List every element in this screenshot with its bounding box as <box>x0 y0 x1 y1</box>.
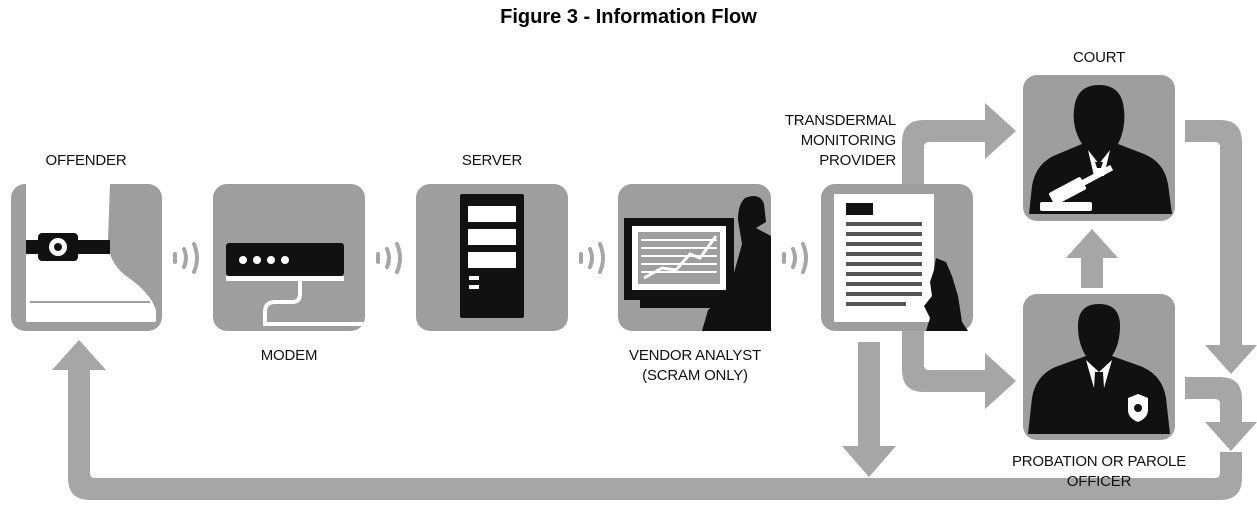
analyst-computer-icon <box>624 196 771 331</box>
label-provider-line2: MONITORING <box>800 132 896 149</box>
signal-waves <box>173 242 808 274</box>
label-provider: TRANSDERMAL MONITORING PROVIDER <box>740 111 896 171</box>
label-vendor-analyst-line1: VENDOR ANALYST <box>629 347 761 364</box>
arrow-provider-to-court <box>902 103 1016 184</box>
ankle-bracelet-icon <box>26 184 156 322</box>
signal-waves-icon <box>782 242 808 274</box>
officer-icon <box>1028 304 1170 434</box>
arrow-return-loop <box>52 340 1242 500</box>
signal-waves-icon <box>376 242 402 274</box>
figure-title: Figure 3 - Information Flow <box>500 6 757 28</box>
label-server: SERVER <box>461 152 523 169</box>
flow-arrows <box>52 103 1257 500</box>
label-provider-line3: PROVIDER <box>819 152 896 169</box>
server-icon <box>460 194 524 318</box>
judge-icon <box>1029 85 1172 214</box>
label-officer: PROBATION OR PAROLE OFFICER <box>990 452 1208 492</box>
modem-icon <box>226 243 365 326</box>
label-court: COURT <box>1072 49 1126 66</box>
signal-waves-icon <box>173 242 199 274</box>
label-vendor-analyst: VENDOR ANALYST (SCRAM ONLY) <box>600 346 790 386</box>
label-officer-line2: OFFICER <box>1066 473 1132 490</box>
arrow-provider-down <box>842 342 896 477</box>
label-provider-line1: TRANSDERMAL <box>784 112 896 129</box>
arrow-provider-to-officer <box>902 331 1016 409</box>
signal-waves-icon <box>579 242 605 274</box>
label-offender: OFFENDER <box>45 152 127 169</box>
label-vendor-analyst-line2: (SCRAM ONLY) <box>642 367 748 384</box>
label-officer-line1: PROBATION OR PAROLE <box>1011 453 1186 470</box>
arrow-officer-to-court <box>1066 229 1118 288</box>
arrow-court-right-down <box>1185 120 1257 374</box>
label-modem: MODEM <box>260 347 318 364</box>
arrow-officer-right-down <box>1185 377 1257 451</box>
report-document-icon <box>834 194 968 331</box>
